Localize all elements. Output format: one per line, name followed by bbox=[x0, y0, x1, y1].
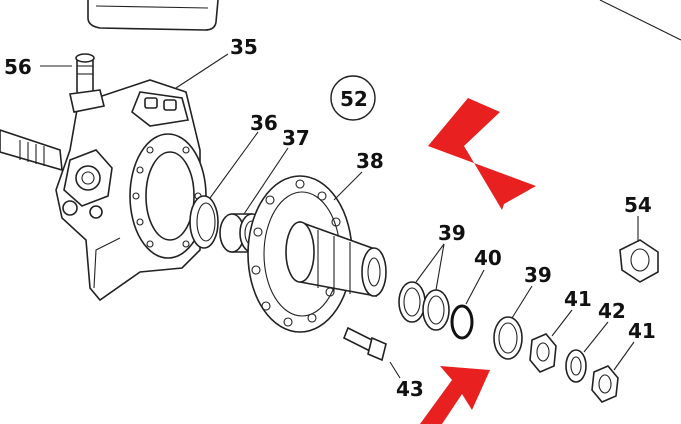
callout-36: 36 bbox=[250, 111, 278, 135]
callout-37: 37 bbox=[282, 126, 310, 150]
red-arrow-bottom bbox=[420, 366, 490, 424]
leader-lines bbox=[40, 53, 639, 379]
stud-56 bbox=[69, 53, 105, 113]
top-box-fragment bbox=[87, 0, 219, 31]
callout-40: 40 bbox=[474, 246, 502, 270]
callout-35: 35 bbox=[230, 35, 258, 59]
callout-41-a: 41 bbox=[564, 287, 592, 311]
nut-41-b bbox=[591, 365, 619, 403]
steering-knuckle bbox=[55, 79, 207, 302]
callout-39-a: 39 bbox=[438, 221, 466, 245]
callout-42: 42 bbox=[598, 299, 626, 323]
red-arrow-top bbox=[428, 98, 536, 210]
callout-52-circle bbox=[330, 75, 376, 121]
edge-line bbox=[599, 0, 681, 41]
oring-40 bbox=[450, 304, 474, 340]
callout-43: 43 bbox=[396, 377, 424, 401]
nut-41-a bbox=[529, 333, 557, 373]
callout-52: 52 bbox=[340, 87, 368, 111]
callout-56: 56 bbox=[4, 55, 32, 79]
callout-39-b: 39 bbox=[524, 263, 552, 287]
hub-38 bbox=[247, 175, 387, 333]
callout-41-b: 41 bbox=[628, 319, 656, 343]
washer-42 bbox=[565, 349, 587, 383]
callout-54: 54 bbox=[624, 193, 652, 217]
washer-39 bbox=[493, 316, 523, 360]
nut-54 bbox=[619, 239, 659, 283]
axle-shaft bbox=[0, 129, 63, 172]
callout-38: 38 bbox=[356, 149, 384, 173]
seal-36 bbox=[189, 195, 219, 249]
bolt-43 bbox=[342, 326, 387, 362]
washer-pair-39 bbox=[398, 281, 450, 331]
